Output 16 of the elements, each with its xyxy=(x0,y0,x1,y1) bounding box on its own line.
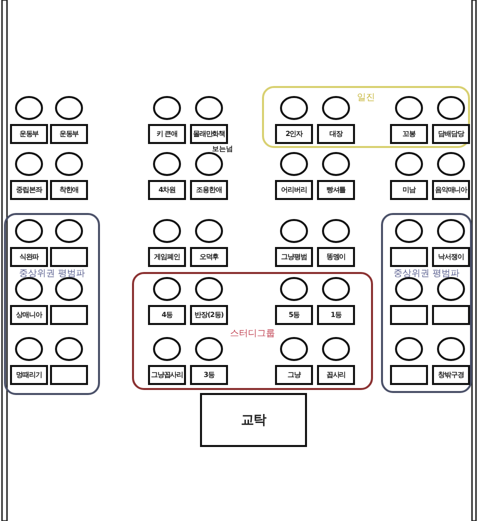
empty-desk xyxy=(390,365,428,385)
empty-desk xyxy=(50,305,88,325)
empty-desk xyxy=(50,365,88,385)
group-outline xyxy=(262,86,470,148)
group-label: 스터디그룹 xyxy=(229,328,276,340)
teacher-desk: 교탁 xyxy=(200,393,307,447)
group-label: 중상위권 평범파 xyxy=(18,268,86,280)
group-label: 중상위권 평범파 xyxy=(392,268,460,280)
group-outline xyxy=(132,272,373,390)
group-label: 일진 xyxy=(356,92,376,104)
empty-desk xyxy=(432,305,470,325)
group-outline xyxy=(381,213,472,393)
group-outline xyxy=(4,213,100,395)
empty-desk xyxy=(390,247,428,267)
empty-desk xyxy=(390,305,428,325)
empty-desk xyxy=(50,247,88,267)
